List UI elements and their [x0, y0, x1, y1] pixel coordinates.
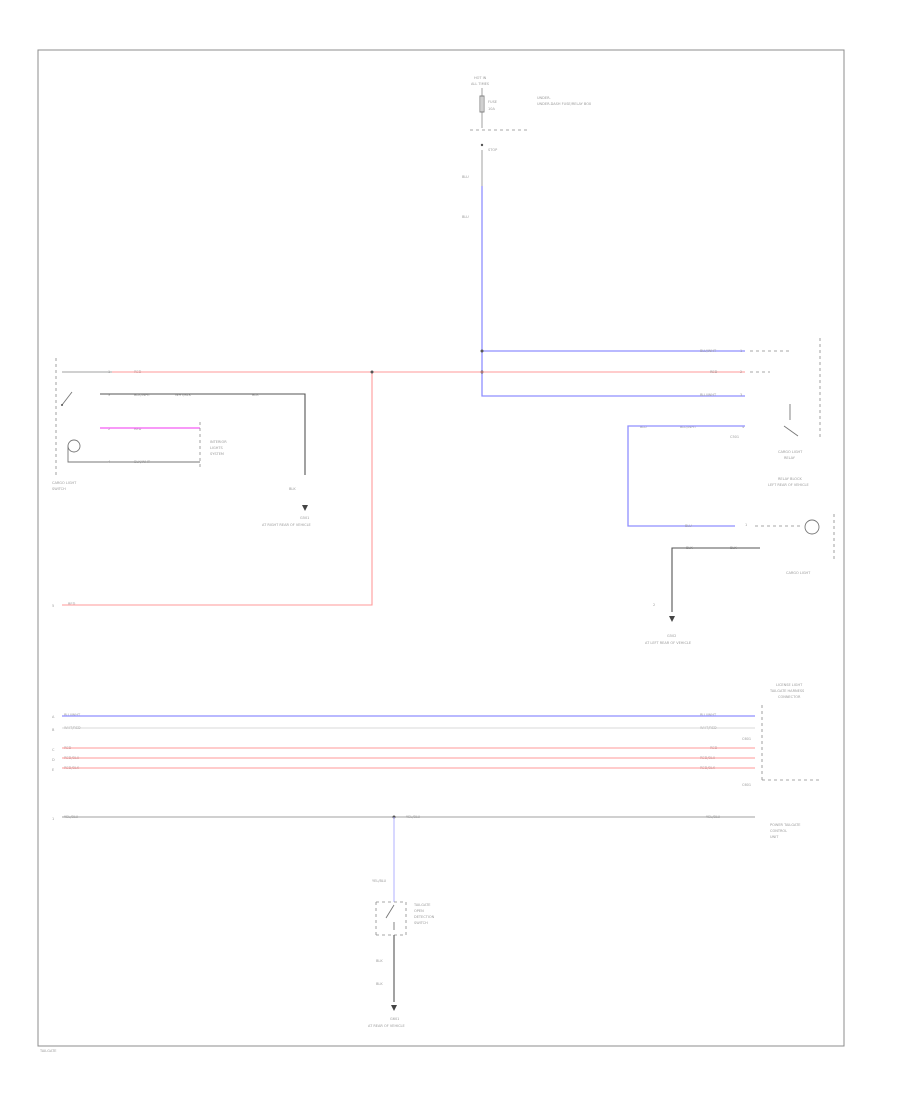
module-label-1: LICENSE LIGHT	[776, 683, 803, 687]
g502-label: G502	[667, 634, 676, 638]
tailgate-detection: 1 YEL/BLU YEL/BLU YEL/BLU YEL/BLU POWER …	[52, 815, 801, 1028]
switch-contact-icon	[61, 391, 73, 406]
relay-label-2: RELAY	[784, 456, 796, 460]
fuse-amp: 10A	[488, 107, 495, 111]
relay-block-name: RELAY BLOCK	[778, 477, 802, 481]
ground-icon-g501	[302, 505, 308, 511]
bus-pin-d: D	[52, 758, 55, 762]
cargo-light: BLU 1 CARGO LIGHT BLK BLK 2 G502 AT LEFT…	[645, 514, 835, 645]
switch-label-1: TAILGATE	[413, 903, 430, 907]
source-label: HOT IN	[474, 76, 487, 80]
module-label-3: CONNECTOR	[778, 695, 801, 699]
lower-red-label: RED	[68, 602, 76, 606]
bus-pin-a: A	[52, 715, 55, 719]
cargo-light-name: CARGO LIGHT	[786, 571, 811, 575]
switch-label-4: SWITCH	[414, 921, 428, 925]
bus-pin-b: B	[52, 728, 55, 732]
switch-pin-4: 4	[108, 460, 111, 464]
cargo-wire-in: BLU	[685, 524, 692, 528]
switch-wire-blk-4: BLK/WHT	[134, 460, 151, 464]
supply-wire-blue	[481, 186, 745, 397]
bus-conn-label: C601	[742, 737, 751, 741]
relay-pin-2: 2	[740, 370, 742, 374]
page-code: TAILGATE	[39, 1049, 56, 1053]
ground-icon-g502	[669, 616, 675, 622]
source-label-2: ALL TIMES	[471, 82, 490, 86]
switch-label-3: DETECTION	[414, 915, 435, 919]
diagram-frame	[37, 49, 845, 1047]
detection-switch-icon	[385, 904, 395, 930]
lower-pin: 1	[52, 817, 54, 821]
bus-conn-label-2: C601	[742, 783, 751, 787]
relay-pin-4: 4	[742, 425, 745, 429]
lamp-icon	[67, 439, 81, 453]
fuse-icon	[479, 95, 485, 113]
relay-wire-5: BLU/WHT	[680, 425, 697, 429]
ground-icon-g601	[391, 1005, 397, 1011]
supply-conn-2: BLU	[462, 215, 469, 219]
relay-label-1: CARGO LIGHT	[778, 450, 803, 454]
detection-gnd-wire-2: BLK	[376, 982, 383, 986]
relay-wire-4: BLU	[640, 425, 647, 429]
branch-wire-label: YEL/BLU	[372, 879, 387, 883]
switch-name-1: CARGO LIGHT	[52, 481, 77, 485]
switch-pin-2: 3	[108, 393, 110, 397]
relay-pin-1: 1	[740, 349, 742, 353]
switch-wire-blk-3: BLK	[252, 393, 259, 397]
top-supply: HOT IN ALL TIMES FUSE 10A UNDER- UNDER-D…	[462, 76, 745, 397]
relay-connector: C501	[730, 435, 739, 439]
switch-ground-wire	[100, 393, 306, 475]
relay-wire-3: BLU/WHT	[700, 393, 717, 397]
lower-pin-label: 5	[52, 604, 54, 608]
g601-desc: AT REAR OF VEHICLE	[368, 1024, 405, 1028]
relay-blue-loop	[627, 425, 745, 527]
cargo-ground-wire	[671, 547, 760, 612]
stop-label: STOP	[488, 148, 497, 152]
cargo-pin-in: 1	[745, 523, 747, 527]
fuse-desc-1: UNDER-	[537, 96, 551, 100]
cargo-lamp-icon	[804, 519, 820, 535]
relay-wire-2: RED	[710, 370, 718, 374]
dest-label-2: CONTROL	[770, 829, 787, 833]
bus-pin-c: C	[52, 748, 55, 752]
red-loop-wire	[62, 371, 745, 606]
switch-pin-3: 2	[108, 427, 110, 431]
system-label-1: INTERIOR	[210, 440, 227, 444]
relay-block-loc: LEFT REAR OF VEHICLE	[768, 483, 809, 487]
dest-label-3: UNIT	[770, 835, 779, 839]
cargo-light-switch: 1 RED 3 BLK/WHT WHT/BLK BLK 2 RED 4 BLK/…	[52, 358, 745, 608]
fuse-label: FUSE	[488, 100, 497, 104]
cargo-light-relay: BLU/WHT RED BLU/WHT 1 2 3 4 C501 BLU BLU…	[627, 338, 821, 527]
bus-wire-blu-left: BLU/WHT	[64, 713, 81, 717]
bus-pin-e: E	[52, 768, 54, 772]
g502-desc: AT LEFT REAR OF VEHICLE	[645, 641, 691, 645]
g501-desc: AT RIGHT REAR OF VEHICLE	[262, 523, 311, 527]
relay-coil-icon	[783, 404, 799, 437]
g601-label: G601	[390, 1017, 399, 1021]
bus-wire-blu-right: BLU/WHT	[700, 713, 717, 717]
switch-name-2: SWITCH	[52, 487, 66, 491]
switch-wire-blk-2: WHT/BLK	[175, 393, 192, 397]
system-label-3: SYSTEM	[210, 452, 224, 456]
switch-label-2: OPEN	[414, 909, 424, 913]
fuse-desc: UNDER-DASH FUSE/RELAY BOX	[537, 102, 592, 106]
system-label-2: LIGHTS	[210, 446, 223, 450]
switch-wire-mag: RED	[134, 427, 142, 431]
dest-label-1: POWER TAILGATE	[770, 823, 801, 827]
supply-conn-1: BLU	[462, 175, 469, 179]
g501-label: G501	[300, 516, 309, 520]
switch-ground-wire-label: BLK	[289, 487, 296, 491]
switch-wire-blk-1: BLK/WHT	[134, 393, 151, 397]
cargo-pin-gnd: 2	[653, 603, 655, 607]
relay-wire-1: BLU/WHT	[700, 349, 717, 353]
module-label-2: TAILGATE HARNESS	[769, 689, 805, 693]
tailgate-bus: LICENSE LIGHT TAILGATE HARNESS CONNECTOR…	[52, 683, 822, 787]
relay-pin-3: 3	[740, 393, 742, 397]
detection-gnd-wire: BLK	[376, 959, 383, 963]
